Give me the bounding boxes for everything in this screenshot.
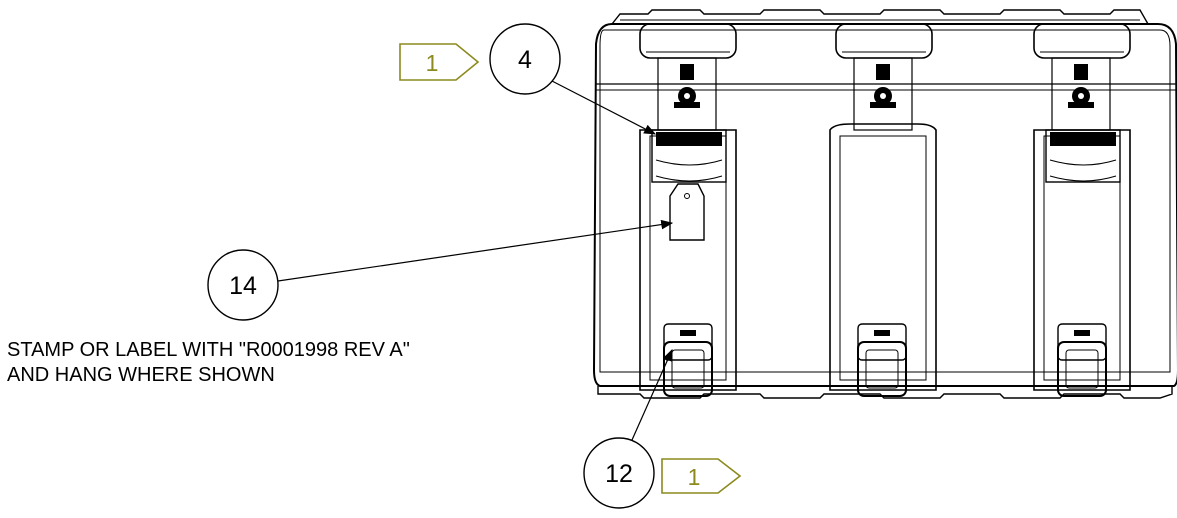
- lid-handle-left: [639, 23, 737, 59]
- balloon-item-14-label: 14: [229, 272, 257, 300]
- rib-center: [829, 123, 937, 391]
- revision-flag-top: 1: [399, 43, 480, 81]
- note-line-1: STAMP OR LABEL WITH "R0001998 REV A": [7, 339, 410, 361]
- label-plate-right: [1045, 129, 1121, 183]
- lid-top-ridge: [611, 9, 1149, 25]
- revision-flag-bottom: 1: [661, 458, 742, 494]
- lid-handle-center: [835, 23, 933, 59]
- balloon-item-4: 4: [489, 23, 561, 95]
- latch-right: [1051, 57, 1111, 131]
- case-drawing: [592, 9, 1177, 399]
- revision-flag-top-label: 1: [426, 50, 439, 76]
- note-line-2: AND HANG WHERE SHOWN: [7, 364, 275, 386]
- balloon-item-12-label: 12: [605, 460, 633, 488]
- base-feet: [597, 386, 1173, 399]
- revision-flag-bottom-label: 1: [688, 464, 701, 490]
- leader-line-4: [551, 80, 657, 135]
- latch-left: [657, 57, 717, 131]
- case-body-outline: [592, 23, 1177, 387]
- leader-line-14: [277, 219, 674, 282]
- lid-handle-right: [1033, 23, 1131, 59]
- hang-tag: [669, 183, 705, 241]
- balloon-item-14: 14: [207, 249, 279, 321]
- bottom-bracket-right: [1057, 323, 1107, 397]
- latch-center: [853, 57, 913, 131]
- leader-line-12: [631, 348, 673, 441]
- label-plate-left: [651, 129, 727, 183]
- balloon-item-12: 12: [583, 437, 655, 509]
- rib-right: [1033, 129, 1131, 391]
- balloon-item-4-label: 4: [518, 46, 532, 74]
- rib-left: [639, 129, 737, 391]
